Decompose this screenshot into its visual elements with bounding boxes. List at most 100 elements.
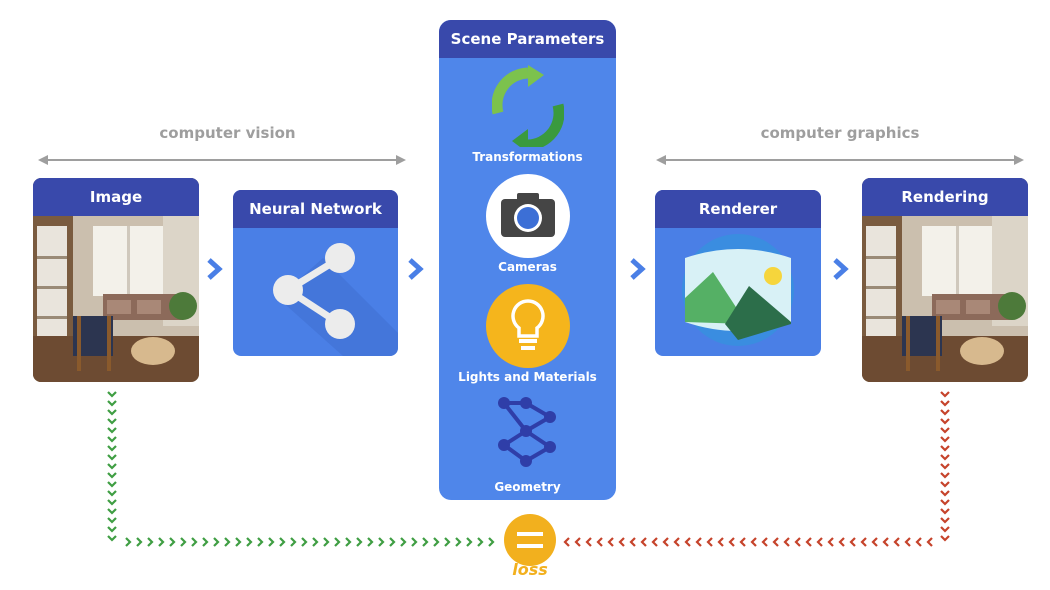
cameras-label: Cameras — [498, 260, 557, 274]
loss-chevron — [940, 436, 950, 443]
rendering-card: Rendering — [862, 178, 1028, 382]
geometry-label: Geometry — [494, 480, 561, 494]
loss-chevron — [805, 537, 812, 547]
scene-parameters-panel: Scene Parameters Transformations Cameras… — [439, 20, 616, 500]
loss-chevron — [940, 508, 950, 515]
computer-graphics-label: computer graphics — [760, 124, 920, 142]
loss-chevron — [940, 427, 950, 434]
loss-chevron — [794, 537, 801, 547]
transformations-label: Transformations — [472, 150, 583, 164]
loss-chevron — [596, 537, 603, 547]
loss-chevron — [940, 391, 950, 398]
image-card: Image — [33, 178, 199, 382]
loss-chevron — [772, 537, 779, 547]
loss-chevron — [940, 454, 950, 461]
computer-vision-label: computer vision — [159, 124, 296, 142]
loss-chevron — [389, 537, 396, 547]
sync-icon — [492, 65, 564, 147]
neural-network-title: Neural Network — [233, 190, 398, 228]
loss-chevron — [477, 537, 484, 547]
loss-chevron — [202, 537, 209, 547]
loss-chevron — [107, 463, 117, 470]
loss-chevron — [816, 537, 823, 547]
loss-chevron — [607, 537, 614, 547]
loss-chevron — [411, 537, 418, 547]
computer-graphics-arrow — [656, 155, 1024, 165]
loss-chevron — [940, 499, 950, 506]
loss-chevron — [640, 537, 647, 547]
loss-chevron — [367, 537, 374, 547]
chevron-right-icon — [207, 258, 223, 280]
loss-chevron — [444, 537, 451, 547]
loss-chevron — [224, 537, 231, 547]
loss-chevron — [717, 537, 724, 547]
loss-chevron — [849, 537, 856, 547]
loss-chevron — [312, 537, 319, 547]
loss-chevron — [940, 517, 950, 524]
loss-chevron — [466, 537, 473, 547]
loss-chevron — [107, 427, 117, 434]
loss-chevron — [400, 537, 407, 547]
loss-chevron — [761, 537, 768, 547]
loss-chevron — [838, 537, 845, 547]
loss-chevron — [940, 445, 950, 452]
loss-chevron — [107, 400, 117, 407]
loss-chevron — [213, 537, 220, 547]
loss-chevron — [684, 537, 691, 547]
loss-chevron — [323, 537, 330, 547]
loss-chevron — [488, 537, 495, 547]
loss-chevron — [268, 537, 275, 547]
loss-chevron — [180, 537, 187, 547]
loss-chevron — [585, 537, 592, 547]
loss-chevron — [783, 537, 790, 547]
loss-chevron — [301, 537, 308, 547]
loss-chevron — [378, 537, 385, 547]
loss-chevron — [158, 537, 165, 547]
loss-chevron — [728, 537, 735, 547]
geometry-icon — [498, 397, 556, 467]
loss-chevron — [860, 537, 867, 547]
chevron-right-icon — [408, 258, 424, 280]
loss-chevron — [107, 481, 117, 488]
computer-vision-arrow — [38, 155, 406, 165]
loss-chevron — [904, 537, 911, 547]
loss-chevron — [695, 537, 702, 547]
loss-label: loss — [512, 560, 548, 579]
loss-chevron — [940, 400, 950, 407]
loss-chevron — [915, 537, 922, 547]
loss-chevron — [107, 472, 117, 479]
loss-chevron — [191, 537, 198, 547]
loss-chevron — [673, 537, 680, 547]
loss-chevron — [147, 537, 154, 547]
loss-chevron — [940, 472, 950, 479]
renderer-title: Renderer — [655, 190, 821, 228]
loss-chevron — [345, 537, 352, 547]
loss-chevron — [940, 526, 950, 533]
loss-chevron — [618, 537, 625, 547]
loss-chevron — [107, 490, 117, 497]
loss-chevron — [169, 537, 176, 547]
loss-chevron — [629, 537, 636, 547]
loss-chevron — [235, 537, 242, 547]
loss-chevron — [926, 537, 933, 547]
loss-chevron — [750, 537, 757, 547]
loss-chevron — [334, 537, 341, 547]
loss-chevron — [107, 391, 117, 398]
scene-parameters-title: Scene Parameters — [439, 20, 616, 58]
loss-chevron — [433, 537, 440, 547]
equals-icon — [504, 514, 556, 566]
chevron-right-icon — [630, 258, 646, 280]
loss-chevron — [882, 537, 889, 547]
lightbulb-icon — [486, 284, 570, 368]
loss-chevron — [107, 436, 117, 443]
loss-chevron — [279, 537, 286, 547]
loss-chevron — [940, 490, 950, 497]
loss-chevron — [422, 537, 429, 547]
room-photo — [33, 216, 199, 382]
loss-chevron — [107, 454, 117, 461]
loss-chevron — [107, 418, 117, 425]
landscape-icon — [682, 234, 794, 346]
loss-chevron — [940, 481, 950, 488]
loss-chevron — [290, 537, 297, 547]
